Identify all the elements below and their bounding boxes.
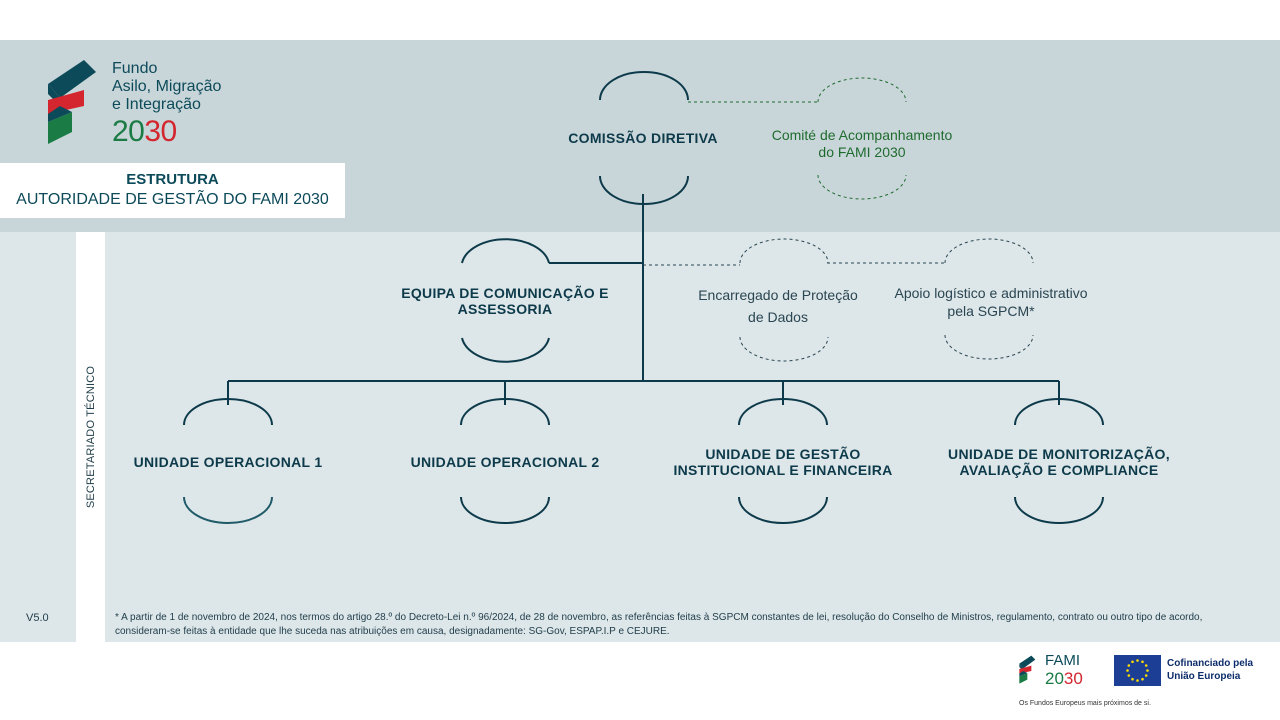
comite-acompanhamento-node: Comité de Acompanhamento do FAMI 2030 [742,127,982,161]
encarregado-arc-bottom [739,336,829,362]
unit1-arc-top [183,398,273,426]
page-subtitle: AUTORIDADE DE GESTÃO DO FAMI 2030 [16,191,329,208]
encarregado-arc-top [739,238,829,264]
footnote: * A partir de 1 de novembro de 2024, nos… [115,612,1203,637]
footer-tagline: Os Fundos Europeus mais próximos de si. [1019,700,1151,707]
unidade-gestao-node: UNIDADE DE GESTÃO INSTITUCIONAL E FINANC… [663,446,903,478]
eu-cofinancing-text: Cofinanciado pela União Europeia [1167,657,1253,683]
equipa-comunicacao-node: EQUIPA DE COMUNICAÇÃO E ASSESSORIA [375,285,635,317]
side-strip: SECRETARIADO TÉCNICO [76,232,105,642]
encarregado-protecao-dados-node: Encarregado de Proteção de Dados [673,284,883,328]
footer-fami-name: FAMI [1045,652,1081,669]
comite-line2: do FAMI 2030 [818,144,906,160]
apoio-arc-bottom [944,334,1034,360]
apoio-line1: Apoio logístico e administrativo [894,285,1088,301]
monit-line2: AVALIAÇÃO E COMPLIANCE [959,462,1159,478]
fund-name-line1: Fundo [112,60,158,77]
unit3-arc-bottom [738,496,828,524]
page-title: ESTRUTURA [126,171,219,188]
page-title-box: ESTRUTURA AUTORIDADE DE GESTÃO DO FAMI 2… [0,163,345,218]
equipa-arc-bottom [461,337,550,363]
unit2-arc-bottom [460,496,550,524]
unit4-arc-bottom [1014,496,1104,524]
eu-flag-icon [1114,655,1161,686]
fund-year-prefix: 20 [112,115,145,148]
fund-year-suffix: 30 [144,115,177,148]
apoio-arc-top [944,238,1034,264]
gestao-line1: UNIDADE DE GESTÃO [705,446,861,462]
comissao-diretiva-node: COMISSÃO DIRETIVA [568,130,718,146]
monit-line1: UNIDADE DE MONITORIZAÇÃO, [948,446,1170,462]
equipa-line1: EQUIPA DE COMUNICAÇÃO E [401,285,609,301]
fami-small-logo-icon [1019,655,1036,684]
unit3-arc-top [738,398,828,426]
fund-name-line3: e Integração [112,96,201,113]
unidade-operacional-1-node: UNIDADE OPERACIONAL 1 [133,454,323,470]
comissao-arc-top [599,71,689,101]
fund-name: Fundo Asilo, Migração e Integração [112,60,221,114]
footer-year-suffix: 30 [1063,669,1083,688]
footer-fami-year: 2030 [1045,670,1083,688]
fami-logo-icon [48,60,96,144]
unit2-arc-top [460,398,550,426]
apoio-logistico-node: Apoio logístico e administrativo pela SG… [866,284,1116,320]
comite-line1: Comité de Acompanhamento [771,127,953,143]
gestao-line2: INSTITUCIONAL E FINANCEIRA [673,462,893,478]
eu-line1: Cofinanciado pela [1167,658,1254,669]
eu-stars-icon [1126,659,1149,682]
content-band [0,232,1280,642]
footer [0,642,1280,720]
equipa-line2: ASSESSORIA [457,301,553,317]
equipa-arc-top [461,238,550,264]
unit1-arc-bottom [183,496,273,524]
unidade-operacional-2-node: UNIDADE OPERACIONAL 2 [410,454,600,470]
encarregado-line2: de Dados [748,309,808,325]
unit4-arc-top [1014,398,1104,426]
apoio-line2: pela SGPCM* [947,303,1035,319]
fund-year: 2030 [112,115,177,149]
comite-arc-bottom [817,174,907,200]
fund-name-line2: Asilo, Migração [112,78,222,95]
comite-arc-top [817,77,907,103]
unidade-monitorizacao-node: UNIDADE DE MONITORIZAÇÃO, AVALIAÇÃO E CO… [934,446,1184,478]
encarregado-line1: Encarregado de Proteção [698,287,858,303]
version-label: V5.0 [26,612,49,624]
eu-line2: União Europeia [1167,671,1241,682]
footer-year-prefix: 20 [1045,669,1064,688]
